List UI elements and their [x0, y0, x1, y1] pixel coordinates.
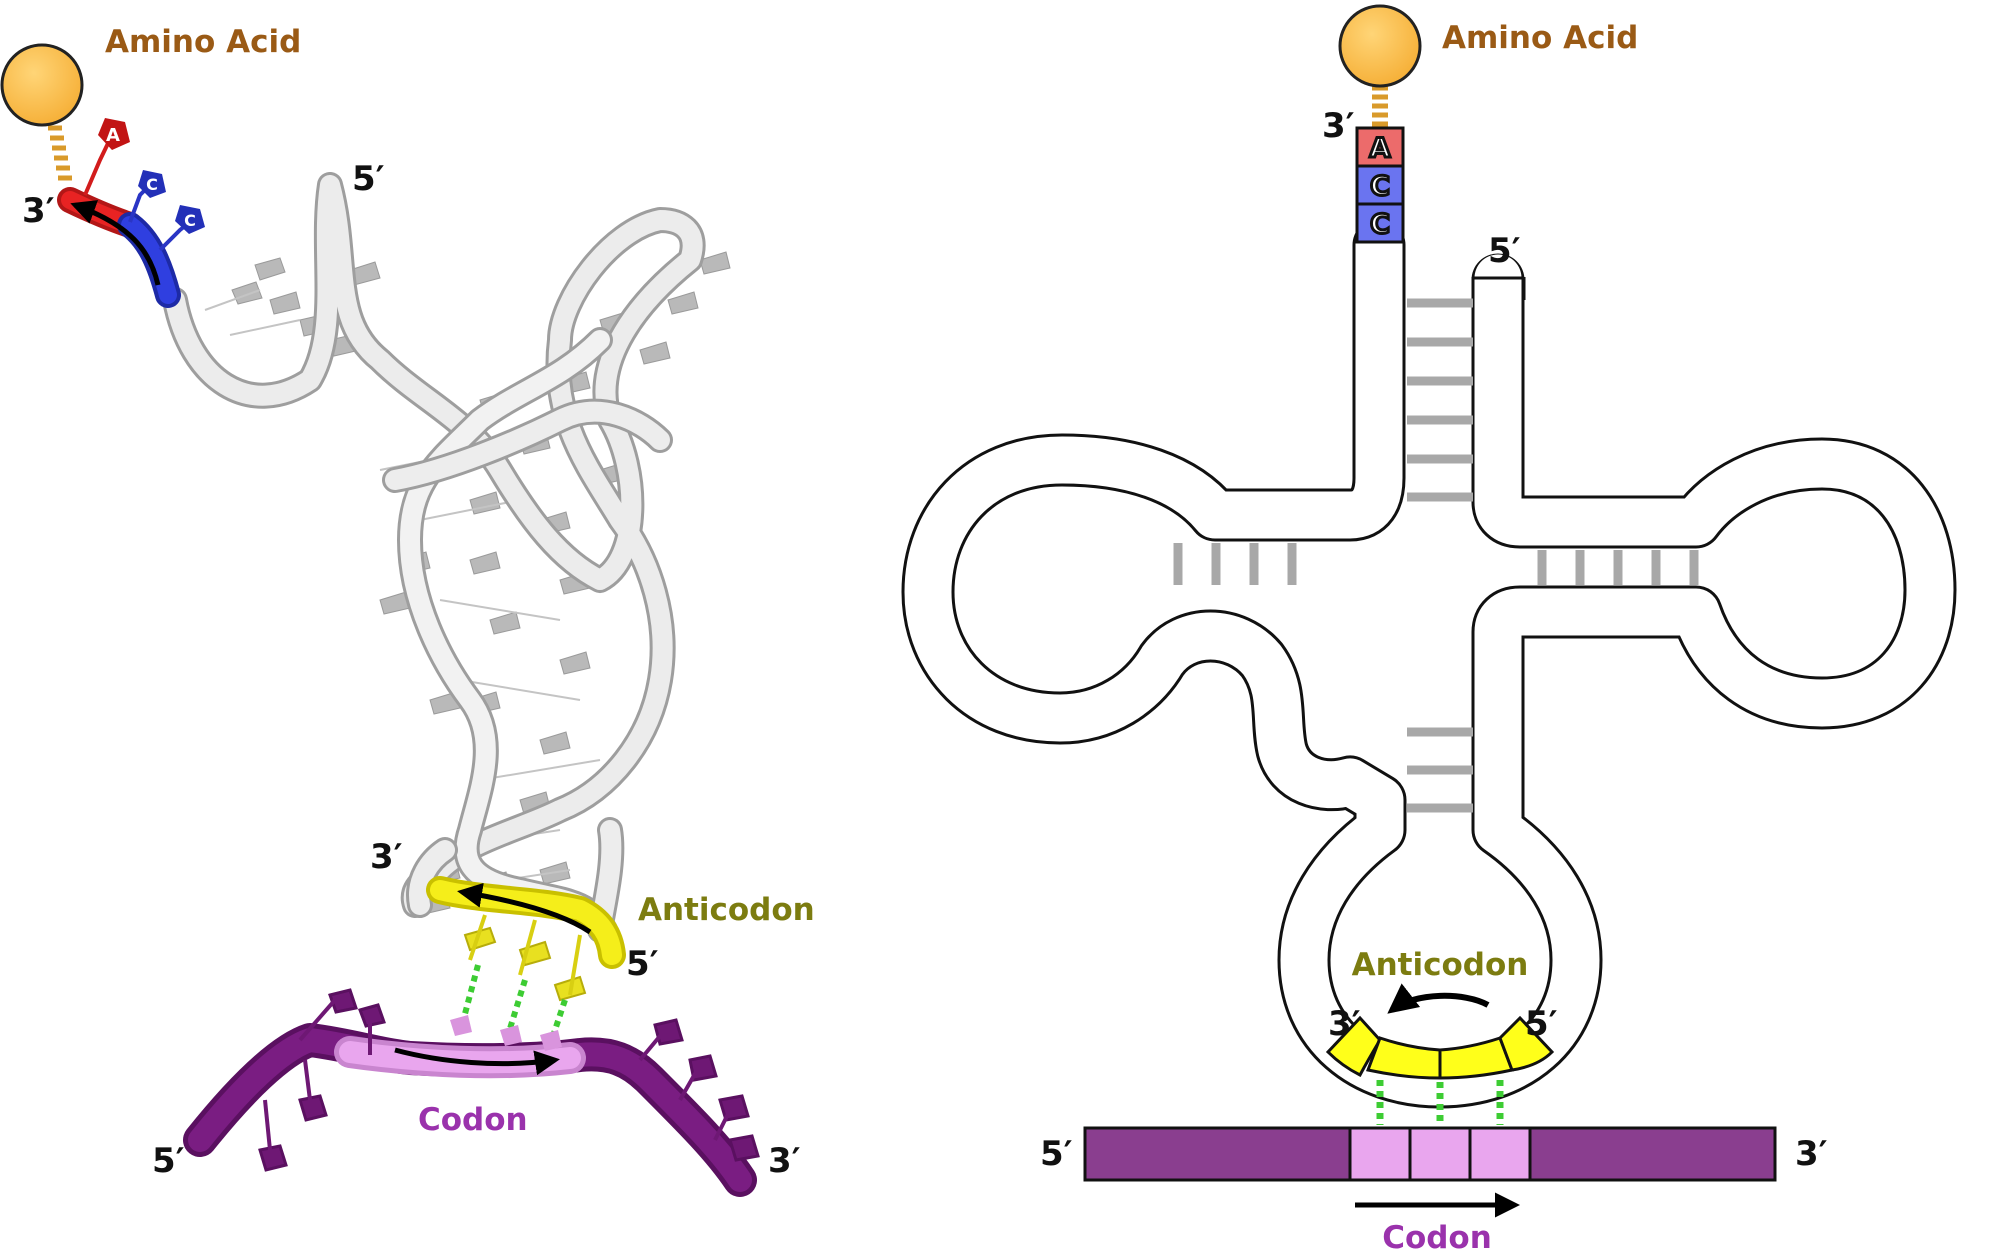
- mrna-5-left: 5′: [152, 1141, 185, 1181]
- trna-3d-model: A C C: [0, 24, 815, 1197]
- mrna-bar: [1083, 1126, 1777, 1182]
- stem-pairs-top: [1173, 298, 1699, 813]
- codon-label-right: Codon: [1382, 1220, 1492, 1256]
- cloverleaf-tube-final: [880, 218, 1980, 1130]
- amino-acid-diagram: [1338, 4, 1422, 127]
- anticodon-arrow-icon: [1387, 983, 1490, 1014]
- codon-box-3: [1468, 1126, 1532, 1182]
- svg-text:A: A: [106, 125, 120, 146]
- svg-text:C: C: [1370, 209, 1390, 240]
- svg-text:C: C: [146, 175, 158, 194]
- anticodon-5-left: 5′: [626, 944, 659, 984]
- hbonds-3d: [459, 964, 568, 1046]
- mrna-3d: [183, 988, 760, 1197]
- amino-acid-label-left: Amino Acid: [105, 24, 301, 60]
- svg-text:C: C: [184, 211, 196, 230]
- anticodon-3-right: 3′: [1328, 1004, 1361, 1044]
- codon-label-left: Codon: [418, 1102, 528, 1138]
- end-5-top-left: 5′: [352, 159, 385, 199]
- end-3-top-left: 3′: [22, 191, 55, 231]
- anticodon-5-right: 5′: [1525, 1004, 1558, 1044]
- mrna-3-right: 3′: [1795, 1134, 1828, 1174]
- anticodon-blocks: [1325, 1015, 1555, 1080]
- svg-text:A: A: [1370, 133, 1391, 164]
- svg-text:C: C: [1370, 171, 1390, 202]
- amino-acid-ball-icon: [0, 43, 84, 127]
- hbonds-diagram: [1376, 1080, 1504, 1125]
- cytosine-slab-icon-1: [138, 170, 166, 198]
- cytosine-slab-icon-2: [175, 205, 205, 234]
- anticodon-label-left: Anticodon: [638, 892, 815, 928]
- acceptor-bases: A C C: [1355, 126, 1405, 244]
- anticodon-3d: [426, 876, 626, 1002]
- trna-cloverleaf-diagram: A C C Amino Acid 3′ 5′ Anticodon 3′ 5′ 5…: [880, 4, 1980, 1256]
- ribbon-backbone: [162, 172, 706, 943]
- base-c-box-2: [1355, 202, 1405, 244]
- adenine-slab-icon: [98, 118, 130, 150]
- amino-acid-3d: [0, 43, 84, 181]
- end-5-right: 5′: [1488, 231, 1521, 271]
- acceptor-end-3d: A C C: [57, 118, 205, 308]
- amino-acid-label-right: Amino Acid: [1442, 20, 1638, 56]
- anticodon-3-left: 3′: [370, 837, 403, 877]
- amino-acid-ball-icon-right: [1338, 4, 1422, 88]
- codon-box-2: [1408, 1126, 1472, 1182]
- codon-box-1: [1348, 1126, 1412, 1182]
- anticodon-label-right: Anticodon: [1352, 947, 1529, 983]
- end-3-right: 3′: [1322, 106, 1355, 146]
- mrna-3-left: 3′: [768, 1141, 801, 1181]
- mrna-5-right: 5′: [1040, 1134, 1073, 1174]
- base-a-box: [1355, 126, 1405, 168]
